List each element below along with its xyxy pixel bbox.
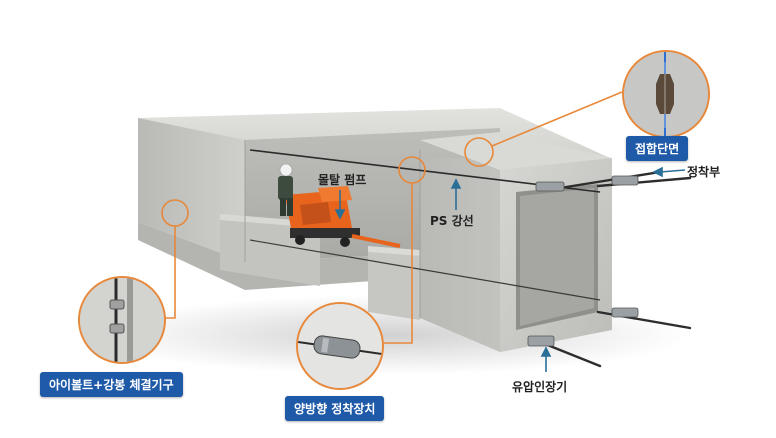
hydraulic-jack-label: 유압인장기 (512, 380, 568, 394)
joint-section-callout (622, 50, 710, 138)
culvert-opening-inner (520, 188, 594, 326)
worker-figure (278, 163, 293, 216)
mortar-pump-machine (285, 186, 401, 248)
ps-strand-line-lower (249, 239, 601, 301)
anchor-heads (527, 175, 639, 347)
culvert-left-end (138, 118, 245, 262)
mortar-pump-label: 몰탈 펌프 (318, 173, 367, 187)
bidirectional-anchor-badge: 양방향 정착장치 (285, 396, 385, 421)
callout-leaders (158, 91, 623, 344)
indicator-arrows (334, 166, 686, 372)
front-low-wall-right (368, 252, 420, 320)
joint-section-badge: 접합단면 (626, 136, 689, 161)
bidirectional-anchor-callout (296, 302, 384, 390)
front-low-wall-right-top (368, 246, 420, 256)
eyebolt-fastener-badge: 아이볼트+강봉 체결기구 (40, 372, 183, 397)
culvert-right-top (420, 132, 612, 170)
eyebolt-callout (78, 276, 166, 364)
ps-strand-label: PS 강선 (430, 214, 474, 228)
anchor-part-label: 정착부 (687, 165, 721, 179)
